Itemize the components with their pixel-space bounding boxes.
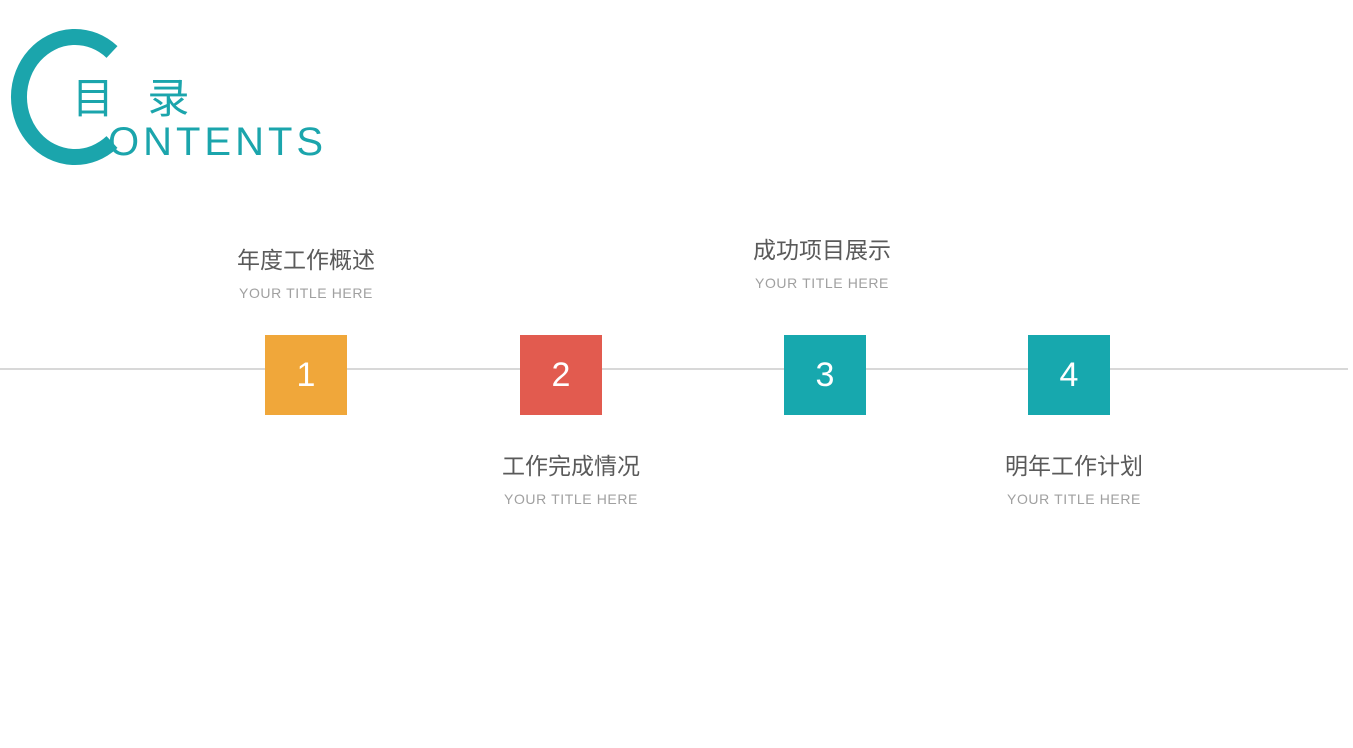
milestone-2-number: 2	[551, 356, 571, 394]
milestone-4-number: 4	[1059, 356, 1079, 394]
milestone-1-caption: 年度工作概述 YOUR TITLE HERE	[146, 246, 466, 302]
milestone-1-box[interactable]: 1	[265, 335, 347, 415]
milestone-4-box[interactable]: 4	[1028, 335, 1110, 415]
milestone-1-number: 1	[296, 356, 316, 394]
milestone-3-box[interactable]: 3	[784, 335, 866, 415]
milestone-3-title-english: YOUR TITLE HERE	[755, 275, 889, 291]
milestone-3[interactable]: 3	[784, 335, 866, 415]
milestone-2[interactable]: 2	[520, 335, 602, 415]
milestone-2-title-chinese: 工作完成情况	[502, 454, 640, 480]
milestone-3-number: 3	[815, 356, 835, 394]
milestone-1-title-english: YOUR TITLE HERE	[239, 285, 373, 301]
milestone-4-title-chinese: 明年工作计划	[1005, 454, 1143, 480]
milestone-2-box[interactable]: 2	[520, 335, 602, 415]
milestone-1[interactable]: 1	[265, 335, 347, 415]
contents-header: 目 录 ONTENTS	[0, 0, 430, 190]
milestone-3-title-chinese: 成功项目展示	[753, 238, 891, 264]
contents-title-chinese: 目 录	[72, 74, 200, 123]
contents-title-english: ONTENTS	[108, 120, 328, 164]
milestone-4-title-english: YOUR TITLE HERE	[1007, 491, 1141, 507]
milestone-3-caption: 成功项目展示 YOUR TITLE HERE	[662, 236, 982, 292]
milestone-4-caption: 明年工作计划 YOUR TITLE HERE	[914, 452, 1234, 508]
timeline-axis	[0, 368, 1348, 370]
letter-c-icon	[8, 28, 118, 166]
milestone-2-caption: 工作完成情况 YOUR TITLE HERE	[411, 452, 731, 508]
milestone-4[interactable]: 4	[1028, 335, 1110, 415]
milestone-1-title-chinese: 年度工作概述	[237, 248, 375, 274]
milestone-2-title-english: YOUR TITLE HERE	[504, 491, 638, 507]
